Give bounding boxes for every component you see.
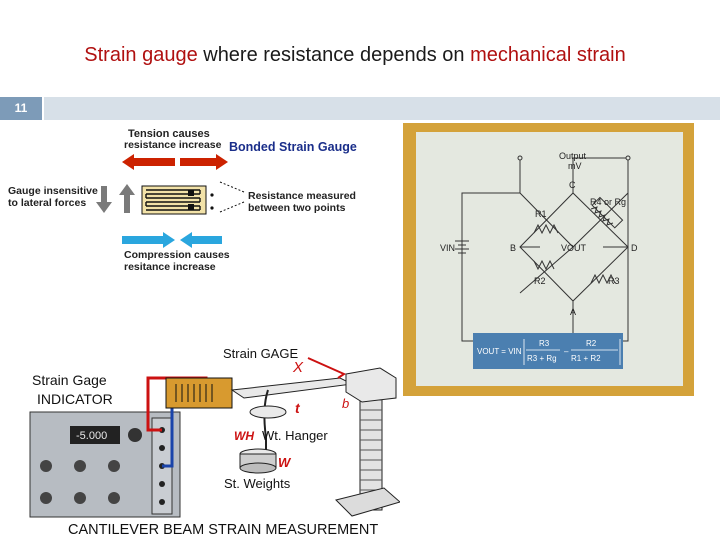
indicator-knob-4[interactable] [108, 460, 120, 472]
gauge-pad-2 [188, 204, 194, 210]
compression-arrow-right [122, 232, 175, 248]
resistors [533, 206, 616, 285]
tension-arrow-right [180, 154, 228, 170]
measured-label-1: Resistance measured [248, 190, 356, 202]
cantilever-beam [230, 377, 354, 399]
lateral-arrow-down [96, 186, 112, 213]
compression-label-1: Compression causes [124, 249, 230, 261]
cantilever-figure: Strain Gage INDICATOR -5.000 Strain GAGE… [29, 346, 400, 538]
strain-gage-grid [175, 384, 213, 402]
measure-line-2 [219, 201, 245, 213]
indicator-knob-3[interactable] [74, 460, 86, 472]
node-a-label: A [570, 307, 576, 317]
node-d-label: D [631, 243, 638, 253]
vout-label: VOUT [561, 243, 587, 253]
tension-label-1: Tension causes [128, 128, 210, 140]
measure-line-1 [219, 181, 245, 193]
title-mechanical-strain: mechanical strain [470, 44, 626, 66]
formula-den1: R3 + Rg [527, 354, 557, 363]
support-base [335, 487, 400, 517]
weight-hanger-top [249, 405, 287, 419]
output-label-1: Output [559, 151, 587, 161]
header-bar [44, 97, 720, 120]
insensitive-label-2: to lateral forces [8, 197, 86, 209]
output-label-2: mV [568, 161, 582, 171]
r1-label: R1 [535, 209, 547, 219]
weight-stack-bottom [239, 462, 277, 474]
indicator-knob-7[interactable] [108, 492, 120, 504]
support-clamp [345, 367, 397, 403]
title-strain: Strain [84, 44, 137, 66]
compression-arrow-left [180, 232, 222, 248]
resistor-r4 [590, 206, 614, 226]
node-b-label: B [510, 243, 516, 253]
resistor-r4-box [591, 196, 624, 229]
t-label: t [295, 400, 301, 416]
formula-minus: – [564, 347, 569, 356]
formula-num2: R2 [586, 339, 597, 348]
insensitive-label-1: Gauge insensitive [8, 185, 98, 197]
strain-gage [165, 377, 233, 409]
w-label: W [278, 455, 292, 470]
title-middle: where resistance depends on [197, 44, 471, 66]
title-gauge: gauge [136, 44, 198, 66]
formula-den2: R1 + R2 [571, 354, 601, 363]
r3-label: R3 [608, 276, 620, 286]
gauge-pad-1 [188, 190, 194, 196]
indicator-display-bezel [70, 426, 120, 444]
indicator-label-1: Strain Gage [32, 372, 107, 388]
formula-box [473, 333, 623, 369]
indicator-knob-6[interactable] [74, 492, 86, 504]
indicator-label-2: INDICATOR [37, 391, 113, 407]
gauge-grid [145, 189, 201, 211]
x-label: X [292, 359, 304, 376]
formula-lines [523, 339, 621, 365]
indicator-readout: -5.000 [76, 430, 107, 442]
node-c-label: C [569, 180, 576, 190]
indicator-knob-5[interactable] [40, 492, 52, 504]
slide-number: 11 [0, 97, 42, 120]
compression-label-2: resitance increase [124, 261, 216, 273]
slide-title: Strain gauge where resistance depends on… [0, 44, 710, 67]
bridge-terminals [517, 155, 631, 161]
tension-label-2: resistance increase [124, 139, 222, 151]
wheatstone-bridge-figure: Output mV C B D A R1 R4 or Rg R2 R3 VIN … [403, 123, 694, 396]
r4-label: R4 or Rg [590, 197, 626, 207]
indicator-knob-2[interactable] [40, 460, 52, 472]
formula-lhs: VOUT = VIN [477, 347, 522, 356]
tension-arrow-left [122, 154, 175, 170]
bonded-heading: Bonded Strain Gauge [229, 140, 357, 154]
measured-label-2: between two points [248, 202, 346, 214]
weights-label: St. Weights [224, 476, 291, 491]
bridge-wires [461, 158, 628, 342]
indicator-knob-1[interactable] [128, 428, 142, 442]
red-indicator-arrow [307, 357, 347, 379]
vin-label: VIN [440, 243, 455, 253]
resistor-r1 [533, 223, 559, 235]
r2-label: R2 [534, 276, 546, 286]
bonded-strain-gauge-figure: Tension causes resistance increase Bonde… [8, 128, 357, 273]
measure-point-2 [210, 206, 214, 210]
resistor-r3 [590, 273, 616, 285]
battery-symbol [455, 240, 469, 254]
cantilever-caption: CANTILEVER BEAM STRAIN MEASUREMENT [68, 522, 378, 538]
b-label: b [342, 396, 349, 411]
measure-point-1 [210, 193, 214, 197]
wh-label: WH [234, 429, 254, 443]
hanger-label: Wt. Hanger [262, 428, 328, 443]
strain-gage-label: Strain GAGE [223, 346, 298, 361]
resistor-r2 [533, 259, 555, 271]
lateral-arrow-up [119, 184, 135, 213]
formula-num1: R3 [539, 339, 550, 348]
